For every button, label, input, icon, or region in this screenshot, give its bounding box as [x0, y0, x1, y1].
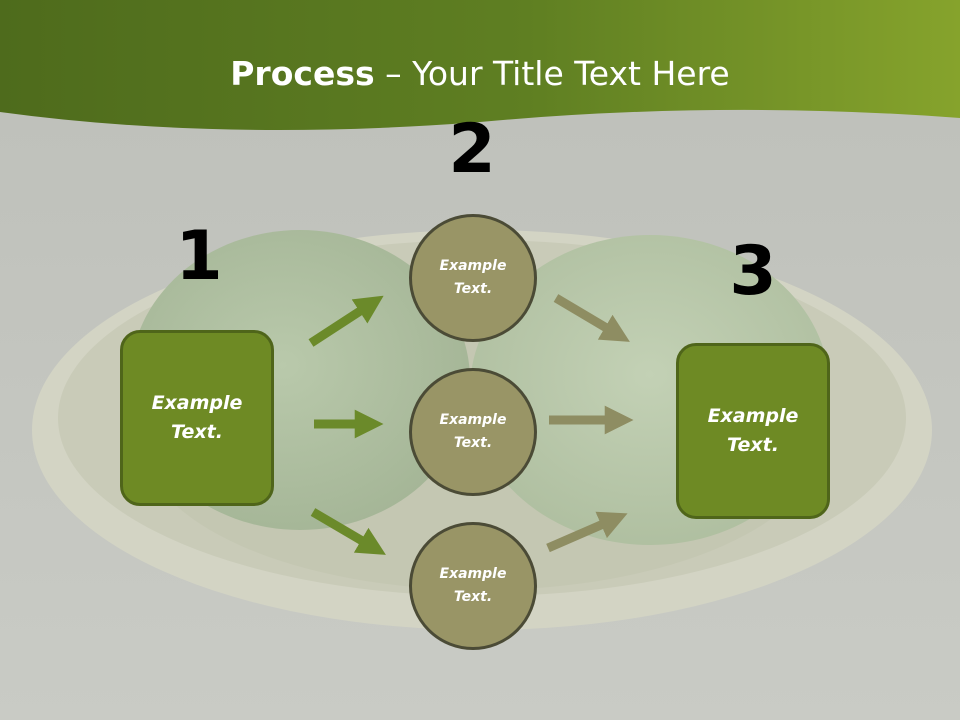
arrow-start-to-bottom — [310, 508, 386, 555]
middle-circle-bottom: Example Text. — [409, 522, 537, 650]
page-title: Process – Your Title Text Here — [0, 52, 960, 96]
middle-circle-top-text: Example Text. — [439, 258, 507, 297]
step-number-3: 3 — [729, 232, 777, 311]
end-box: Example Text. — [676, 343, 830, 519]
arrow-top-to-end — [553, 294, 630, 342]
middle-circle-top: Example Text. — [409, 214, 537, 342]
arrow-start-to-top — [308, 295, 384, 347]
middle-circle-center-text: Example Text. — [439, 412, 507, 451]
start-box: Example Text. — [120, 330, 274, 506]
arrow-bottom-to-end — [546, 511, 628, 553]
step-number-1: 1 — [175, 217, 223, 296]
title-bold: Process — [230, 54, 375, 93]
step-number-2: 2 — [448, 110, 496, 189]
end-box-text: Example Text. — [707, 405, 799, 456]
middle-circle-bottom-text: Example Text. — [439, 566, 507, 605]
title-rest: – Your Title Text Here — [374, 54, 730, 93]
start-box-text: Example Text. — [151, 392, 243, 443]
middle-circle-center: Example Text. — [409, 368, 537, 496]
